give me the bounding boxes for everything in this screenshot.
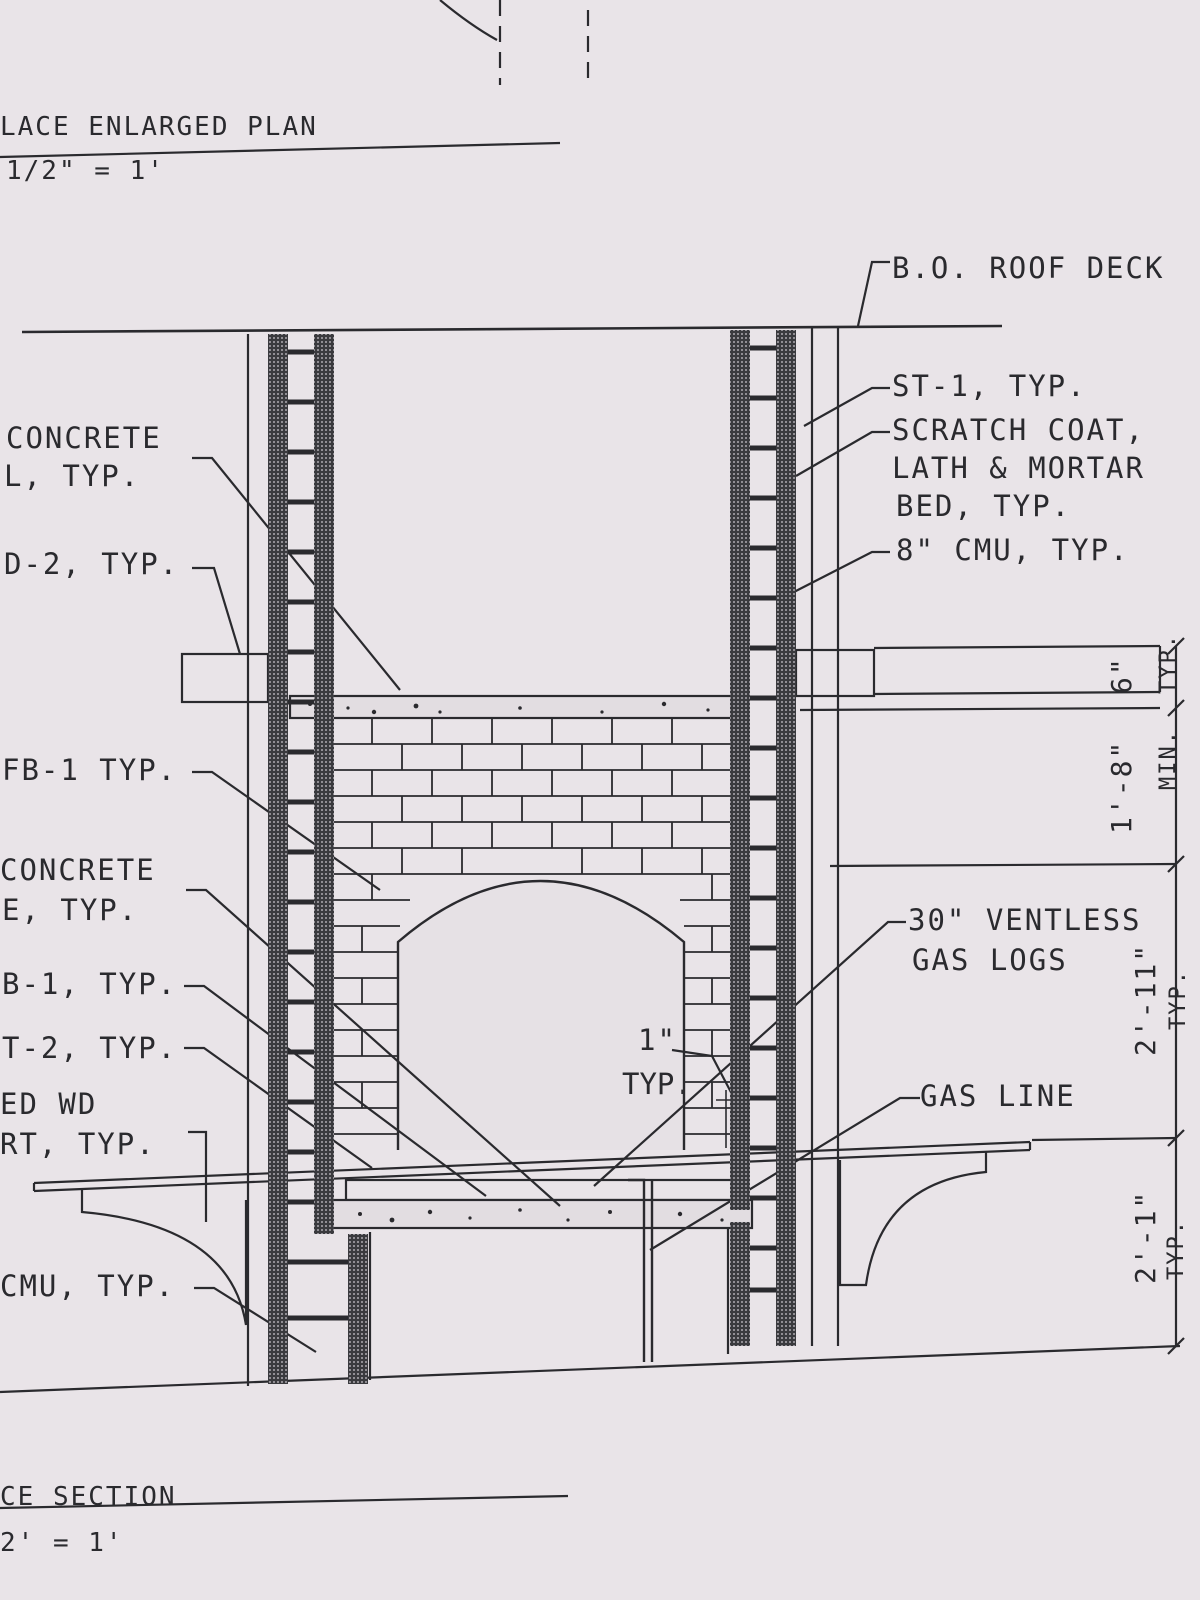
label-wd-1: ED WD bbox=[0, 1087, 98, 1121]
right-cmu-wall bbox=[730, 330, 796, 1346]
plan-scale: 1/2" = 1' bbox=[6, 156, 165, 186]
label-roof-deck: B.O. ROOF DECK bbox=[892, 251, 1165, 285]
leader-roof-deck bbox=[856, 260, 890, 327]
dim-2-11-sub: TYP. bbox=[1166, 969, 1191, 1030]
label-scratch-3: BED, TYP. bbox=[896, 489, 1072, 523]
gas-line-pipe bbox=[628, 1178, 646, 1362]
leader-st1 bbox=[803, 386, 890, 427]
leader-cmu8 bbox=[789, 550, 890, 595]
left-corbel bbox=[80, 1190, 248, 1326]
leader-gas-logs bbox=[593, 920, 906, 1187]
label-one-inch: 1" bbox=[638, 1023, 677, 1057]
dim-2-11: 2'-11" bbox=[1129, 942, 1162, 1056]
hearth-concrete bbox=[330, 1198, 754, 1230]
roof-deck-line bbox=[21, 324, 1003, 334]
dim-2-1: 2'-1" bbox=[1129, 1189, 1162, 1284]
dim-2-1-sub: TYP. bbox=[1164, 1219, 1189, 1280]
label-scratch-1: SCRATCH COAT, bbox=[892, 413, 1145, 447]
section-title-underline bbox=[0, 1494, 569, 1510]
mantel-left-block bbox=[180, 652, 270, 704]
label-concrete-top-1: CONCRETE bbox=[6, 421, 162, 455]
mantel-right-bottom bbox=[873, 690, 1161, 696]
plan-title: LACE ENLARGED PLAN bbox=[0, 112, 318, 142]
label-gas-line: GAS LINE bbox=[920, 1079, 1076, 1113]
section-title: CE SECTION bbox=[0, 1482, 177, 1512]
mantel-right-top bbox=[873, 644, 1161, 650]
arc-fragment bbox=[439, 0, 498, 41]
label-t2: T-2, TYP. bbox=[2, 1031, 178, 1065]
plan-title-underline bbox=[0, 141, 561, 159]
leader-b1 bbox=[184, 984, 487, 1197]
label-d2: D-2, TYP. bbox=[4, 547, 180, 581]
dim-6in: 6" bbox=[1105, 656, 1138, 694]
label-cmu8: 8" CMU, TYP. bbox=[896, 533, 1130, 567]
shelf-top bbox=[33, 1140, 1031, 1185]
mantel-right-block bbox=[794, 648, 876, 698]
right-corbel bbox=[838, 1152, 988, 1287]
label-scratch-2: LATH & MORTAR bbox=[892, 451, 1145, 485]
label-wd-2: RT, TYP. bbox=[0, 1127, 156, 1161]
dim-1-8-sub: MIN. bbox=[1156, 729, 1181, 790]
leader-d2 bbox=[192, 566, 242, 655]
label-b1: B-1, TYP. bbox=[2, 967, 178, 1001]
leader-concrete-low bbox=[186, 888, 561, 1207]
label-gas-logs-2: GAS LOGS bbox=[912, 943, 1068, 977]
label-fb1: FB-1 TYP. bbox=[2, 753, 178, 787]
dim-6in-sub: TYP. bbox=[1156, 633, 1181, 694]
lintel-dim-line bbox=[799, 706, 1161, 712]
label-one-inch-typ: TYP. bbox=[622, 1067, 692, 1101]
floor-line bbox=[0, 1344, 1181, 1394]
label-cmu-low: CMU, TYP. bbox=[0, 1269, 176, 1303]
leader-scratch bbox=[795, 430, 890, 477]
label-gas-logs-1: 30" VENTLESS bbox=[908, 903, 1142, 937]
brick-field bbox=[331, 718, 741, 1150]
shelf-bottom bbox=[33, 1148, 1031, 1193]
label-concrete-top-2: L, TYP. bbox=[4, 459, 141, 493]
label-st1: ST-1, TYP. bbox=[892, 369, 1087, 403]
section-scale: 2' = 1' bbox=[0, 1528, 124, 1558]
label-concrete-low-1: CONCRETE bbox=[0, 853, 156, 887]
label-concrete-low-2: E, TYP. bbox=[2, 893, 139, 927]
left-cmu-wall bbox=[268, 334, 368, 1384]
firebox-opening bbox=[396, 879, 686, 1150]
concrete-lintel bbox=[288, 694, 742, 720]
leader-wd bbox=[188, 1130, 208, 1222]
leader-one-inch bbox=[671, 1048, 735, 1099]
concrete-speckles bbox=[308, 701, 724, 1223]
leader-concrete-top bbox=[192, 456, 401, 691]
dim-1-8: 1'-8" bbox=[1105, 739, 1138, 834]
